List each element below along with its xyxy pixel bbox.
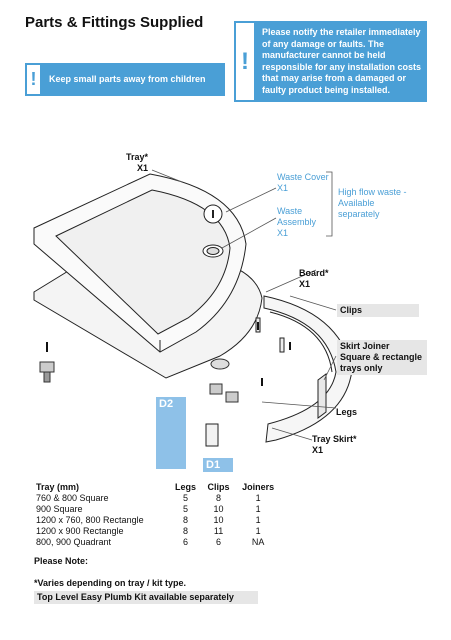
high-flow-waste-label: High flow waste - Available separately: [338, 187, 407, 219]
table-cell: 1: [255, 526, 261, 536]
table-cell: 1: [255, 504, 261, 514]
table-cell: 8: [216, 493, 222, 503]
table-row: 760 & 800 Square 5 8 1: [33, 493, 281, 504]
legs-label: Legs: [336, 407, 358, 417]
table-cell: 10: [213, 504, 224, 514]
parts-table: Tray (mm) Legs Clips Joiners 760 & 800 S…: [33, 482, 281, 548]
skirt-joiner-label: Skirt Joiner Square & rectangle trays on…: [337, 340, 427, 375]
table-header: Legs: [175, 482, 197, 492]
table-cell: 5: [183, 493, 189, 503]
table-cell: 1200 x 760, 800 Rectangle: [36, 515, 144, 525]
table-cell: 900 Square: [36, 504, 83, 514]
table-header: Tray (mm): [36, 482, 80, 492]
table-cell: 11: [213, 526, 224, 536]
table-cell: 1: [255, 493, 261, 503]
damage-notice: ! Please notify the retailer immediately…: [234, 21, 427, 102]
page-title: Parts & Fittings Supplied: [25, 14, 204, 31]
table-cell: 1200 x 900 Rectangle: [36, 526, 124, 536]
note-heading: Please Note:: [34, 556, 89, 566]
clips-label: Clips: [337, 304, 419, 317]
table-row: 900 Square 5 10 1: [33, 504, 281, 515]
board-label: Board* X1: [299, 268, 329, 289]
small-parts-warning-text: Keep small parts away from children: [49, 74, 206, 84]
small-parts-warning: ! Keep small parts away from children: [25, 63, 225, 96]
warning-icon: !: [25, 63, 42, 96]
note-kit: Top Level Easy Plumb Kit available separ…: [34, 591, 258, 604]
table-cell: 760 & 800 Square: [36, 493, 109, 503]
table-cell: NA: [251, 537, 265, 547]
tray-skirt-label: Tray Skirt* X1: [312, 434, 357, 455]
table-header: Clips: [207, 482, 230, 492]
table-row: 800, 900 Quadrant 6 6 NA: [33, 537, 281, 548]
waste-assembly-label: Waste Assembly X1: [277, 206, 317, 238]
table-header-row: Tray (mm) Legs Clips Joiners: [33, 482, 281, 493]
waste-cover-label: Waste Cover X1: [277, 172, 329, 193]
damage-notice-text: Please notify the retailer immediately o…: [262, 27, 422, 95]
note-varies: *Varies depending on tray / kit type.: [34, 578, 187, 588]
table-cell: 10: [213, 515, 224, 525]
table-cell: 6: [183, 537, 189, 547]
tray-label: Tray* X1: [126, 152, 149, 173]
warning-icon: !: [234, 21, 256, 102]
table-cell: 800, 900 Quadrant: [36, 537, 112, 547]
table-row: 1200 x 760, 800 Rectangle 8 10 1: [33, 515, 281, 526]
table-header: Joiners: [242, 482, 275, 492]
table-cell: 8: [183, 515, 189, 525]
table-cell: 1: [255, 515, 261, 525]
table-cell: 6: [216, 537, 222, 547]
table-cell: 5: [183, 504, 189, 514]
d2-tag: D2: [156, 397, 186, 469]
d1-tag: D1: [203, 458, 233, 472]
table-cell: 8: [183, 526, 189, 536]
table-row: 1200 x 900 Rectangle 8 11 1: [33, 526, 281, 537]
